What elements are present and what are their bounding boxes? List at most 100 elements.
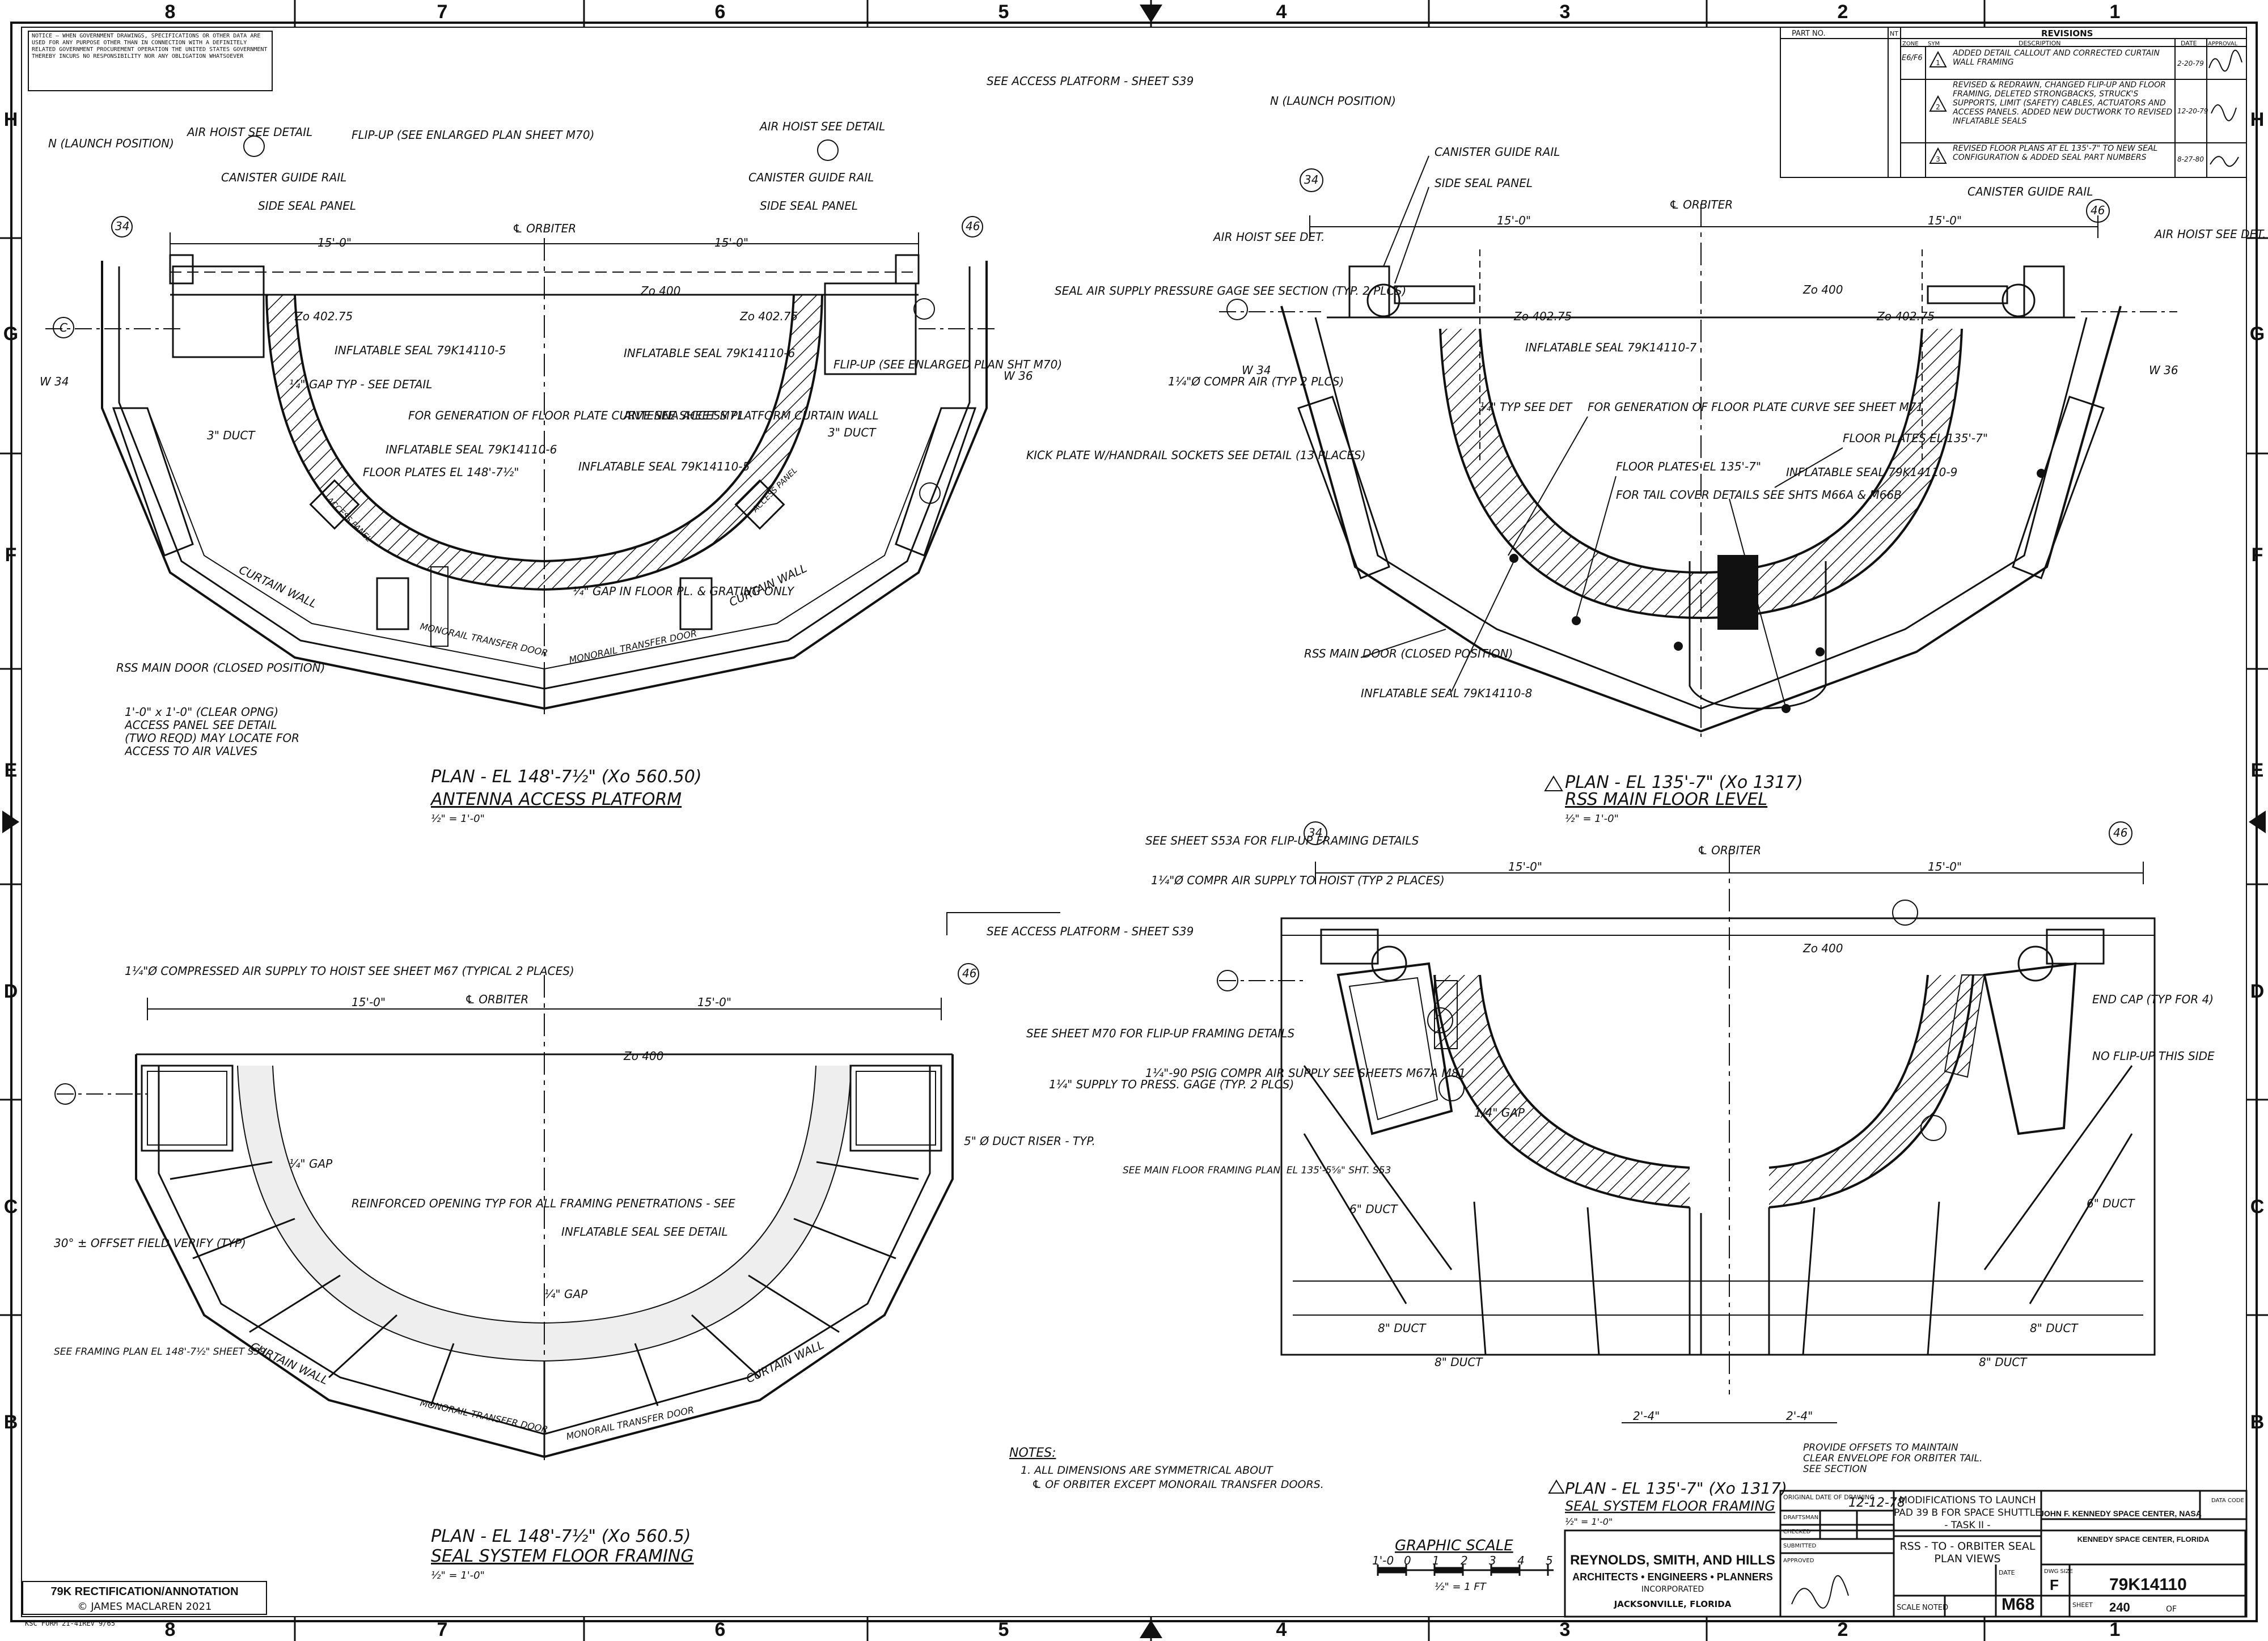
notice-text: NOTICE — WHEN GOVERNMENT DRAWINGS, SPECI… bbox=[32, 33, 268, 60]
rev-row1-desc: ADDED DETAIL CALLOUT AND CORRECTED CURTA… bbox=[1953, 49, 2160, 67]
framing-subtitle: SEAL SYSTEM FLOOR FRAMING bbox=[431, 1546, 694, 1566]
rev-row1-sym: 1 bbox=[1929, 50, 1947, 67]
scale-tick-6: 5 bbox=[1546, 1554, 1553, 1567]
of-label: OF bbox=[2166, 1605, 2177, 1614]
svg-text:1: 1 bbox=[1936, 59, 1940, 67]
center-arrows bbox=[2, 5, 2266, 1638]
main-rss-door: RSS MAIN DOOR (CLOSED POSITION) bbox=[1304, 647, 1513, 660]
view-seal-framing bbox=[57, 912, 1060, 1462]
lower-dim-24a: 2'-4" bbox=[1633, 1409, 1660, 1423]
framing-dim-15b: 15'-0" bbox=[697, 995, 731, 1009]
view-antenna-platform bbox=[45, 232, 998, 714]
drafted-label: DRAFTSMAN bbox=[1783, 1515, 1818, 1521]
date-label: DATE bbox=[1999, 1569, 2015, 1576]
lower-compr-air: 1¼"Ø COMPR AIR SUPPLY TO HOIST (TYP 2 PL… bbox=[1151, 873, 1445, 887]
data-code-label: DATA CODE bbox=[2211, 1498, 2244, 1504]
framing-supply-gage: 1¼" SUPPLY TO PRESS. GAGE (TYP. 2 PLCS) bbox=[1049, 1078, 1294, 1091]
antenna-monorail-l: MONORAIL TRANSFER DOOR bbox=[419, 621, 549, 658]
zone-left-d: D bbox=[4, 981, 18, 1002]
lower-orbiter: ℄ ORBITER bbox=[1698, 843, 1761, 857]
lower-title: PLAN - EL 135'-7" (Xo 1317) bbox=[1565, 1479, 1787, 1498]
main-grid-34: 34 bbox=[1304, 173, 1318, 186]
scale-tick-5: 4 bbox=[1517, 1554, 1525, 1567]
main-title: PLAN - EL 135'-7" (Xo 1317) bbox=[1565, 773, 1803, 792]
antenna-monorail-r: MONORAIL TRANSFER DOOR bbox=[568, 628, 698, 665]
main-air-hoist-l: AIR HOIST SEE DET. bbox=[1212, 230, 1325, 244]
proj-line3: - TASK II - bbox=[1944, 1520, 1990, 1531]
view-main-floor bbox=[1219, 204, 2177, 737]
sheet-number: 240 bbox=[2109, 1600, 2130, 1614]
zone-right-f: F bbox=[2252, 544, 2263, 566]
main-typ-see: ¼" TYP SEE DET bbox=[1480, 400, 1573, 414]
lower-title-rev-mark bbox=[1548, 1479, 1565, 1494]
antenna-scale: ½" = 1'-0" bbox=[431, 813, 485, 825]
zone-right-g: G bbox=[2250, 323, 2265, 345]
lower-duct-8l: 8" DUCT bbox=[1378, 1321, 1427, 1335]
svg-text:3: 3 bbox=[1936, 155, 1940, 163]
drawing-border bbox=[10, 22, 2258, 1622]
antenna-seal-air: SEAL AIR SUPPLY PRESSURE GAGE SEE SECTIO… bbox=[1055, 284, 1406, 298]
rev-title: REVISIONS bbox=[2041, 28, 2093, 39]
zone-left-c: C bbox=[4, 1196, 18, 1218]
framing-compressed-air: 1¼"Ø COMPRESSED AIR SUPPLY TO HOIST SEE … bbox=[125, 964, 574, 978]
lower-duct-6l: 6" DUCT bbox=[1349, 1202, 1398, 1216]
lower-duct-6r: 6" DUCT bbox=[2087, 1197, 2135, 1210]
agency-line1: JOHN F. KENNEDY SPACE CENTER, NASA bbox=[2039, 1509, 2202, 1518]
antenna-grid-46: 46 bbox=[966, 219, 980, 233]
scale-ratio: ½" = 1 FT bbox=[1435, 1581, 1487, 1593]
scale-tick-0: 1'-0 bbox=[1372, 1554, 1394, 1567]
main-orbiter: ℄ ORBITER bbox=[1669, 198, 1733, 211]
zone-bottom-3: 3 bbox=[1560, 1619, 1571, 1640]
main-zo400: Zo 400 bbox=[1802, 283, 1843, 296]
firm-name: REYNOLDS, SMITH, AND HILLS bbox=[1570, 1553, 1775, 1568]
framing-gap-c: ¼" GAP bbox=[544, 1287, 588, 1301]
size-label: DWG SIZE bbox=[2044, 1568, 2073, 1575]
antenna-callouts bbox=[53, 135, 983, 504]
main-compr-air: 1¼"Ø COMPR AIR (TYP 2 PLCS) bbox=[1168, 375, 1344, 388]
main-title-rev-mark bbox=[1544, 775, 1563, 791]
sheet-label: SHEET bbox=[2072, 1601, 2093, 1609]
main-grid-46: 46 bbox=[2091, 203, 2105, 217]
main-floor-gen: FOR GENERATION OF FLOOR PLATE CURVE SEE … bbox=[1588, 400, 1923, 414]
rectification-line1: 79K RECTIFICATION/ANNOTATION bbox=[50, 1585, 238, 1598]
rev-nt: NT bbox=[1890, 30, 1898, 37]
zone-left-e: E bbox=[5, 760, 18, 781]
framing-reinforced: REINFORCED OPENING TYP FOR ALL FRAMING P… bbox=[352, 1197, 735, 1210]
framing-framing-plan: SEE FRAMING PLAN EL 148'-7½" SHEET S39 bbox=[54, 1346, 266, 1358]
notice-box bbox=[28, 31, 273, 91]
antenna-access-panel-note: 1'-0" x 1'-0" (CLEAR OPNG) ACCESS PANEL … bbox=[125, 706, 300, 758]
seal-lower-callouts bbox=[1217, 821, 2132, 1141]
lower-grid-34: 34 bbox=[1308, 826, 1322, 839]
main-infl-9: INFLATABLE SEAL 79K14110-9 bbox=[1786, 465, 1957, 479]
main-guide-rail-r: CANISTER GUIDE RAIL bbox=[1967, 185, 2093, 198]
main-infl-7: INFLATABLE SEAL 79K14110-7 bbox=[1525, 341, 1697, 354]
scale-label: SCALE bbox=[1897, 1604, 1920, 1612]
main-scale: ½" = 1'-0" bbox=[1565, 813, 1619, 825]
antenna-grid-c: C bbox=[60, 321, 67, 334]
zone-bottom-7: 7 bbox=[437, 1619, 448, 1640]
title-block bbox=[1564, 1490, 2248, 1618]
original-date: 12-12-78 bbox=[1848, 1496, 1905, 1510]
lower-dim-15b: 15'-0" bbox=[1928, 860, 1962, 873]
antenna-w34: W 34 bbox=[40, 375, 69, 388]
rev-row2-date: 12-20-79 bbox=[2177, 107, 2208, 115]
lower-no-flip: NO FLIP-UP THIS SIDE bbox=[2092, 1049, 2215, 1063]
lower-duct-8c: 8" DUCT bbox=[1435, 1355, 1483, 1369]
lower-duct-8r: 8" DUCT bbox=[2030, 1321, 2079, 1335]
zone-bottom-1: 1 bbox=[2110, 1619, 2121, 1640]
framing-zo400: Zo 400 bbox=[623, 1049, 663, 1063]
zone-top-4: 4 bbox=[1276, 1, 1287, 23]
proj-line2: PAD 39 B FOR SPACE SHUTTLE bbox=[1894, 1507, 2041, 1519]
zone-top-6: 6 bbox=[715, 1, 726, 23]
scale-tick-2: 1 bbox=[1432, 1554, 1440, 1567]
firm-sub: ARCHITECTS • ENGINEERS • PLANNERS bbox=[1572, 1571, 1773, 1583]
main-dim-15b: 15'-0" bbox=[1928, 214, 1962, 227]
antenna-w36: W 36 bbox=[1004, 369, 1033, 383]
main-tail-cover: FOR TAIL COVER DETAILS SEE SHTS M66A & M… bbox=[1616, 488, 1902, 502]
antenna-infl-mid: INFLATABLE SEAL 79K14110-6 bbox=[624, 346, 795, 360]
main-floor-plates-c: FLOOR PLATES EL 135'-7" bbox=[1616, 460, 1761, 473]
antenna-flip-up: FLIP-UP (SEE ENLARGED PLAN SHEET M70) bbox=[352, 128, 594, 142]
framing-grid-46: 46 bbox=[962, 966, 976, 980]
lower-subtitle: SEAL SYSTEM FLOOR FRAMING bbox=[1565, 1498, 1775, 1514]
